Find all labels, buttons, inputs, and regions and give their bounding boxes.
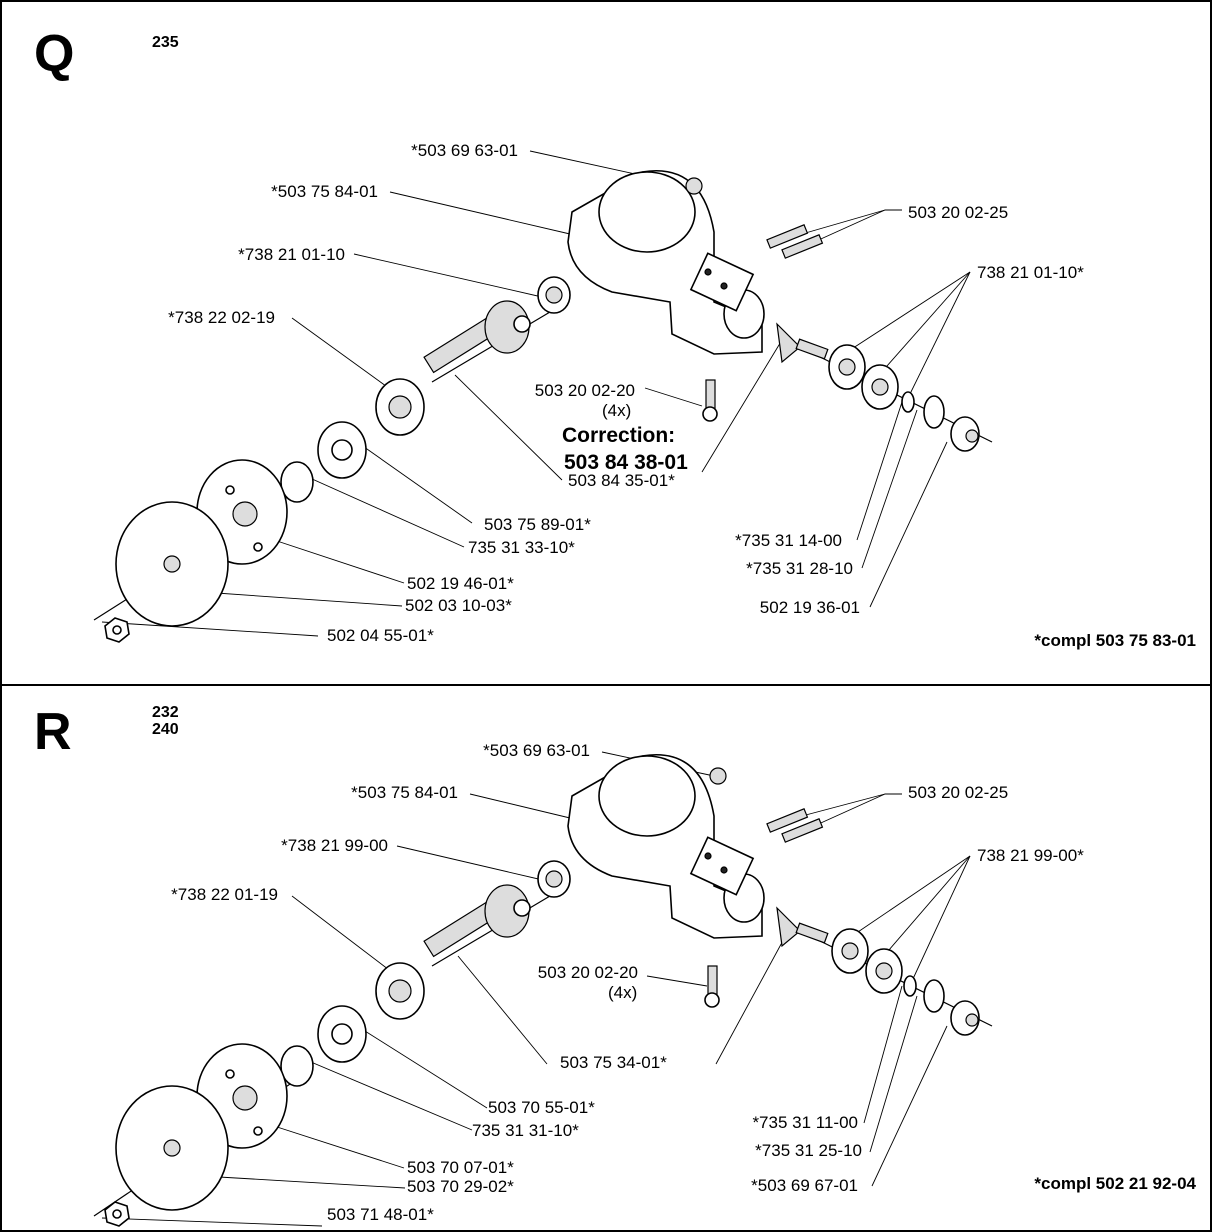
part-label: 502 19 36-01 [759, 598, 860, 617]
part-label: *503 69 67-01 [751, 1176, 858, 1195]
part-label: 735 31 33-10* [468, 538, 575, 557]
correction-heading: Correction: [562, 424, 676, 447]
model-number: 235 [152, 34, 179, 51]
part-label: 502 04 55-01* [327, 626, 434, 645]
part-label: *503 69 63-01 [411, 141, 518, 160]
part-label: 503 70 55-01* [488, 1098, 595, 1117]
part-label: 503 20 02-20 [534, 381, 635, 400]
section-letter: Q [34, 25, 75, 83]
part-label: *738 22 02-19 [168, 308, 275, 327]
part-label: *735 31 28-10 [746, 559, 853, 578]
bevel-gear-and-bearings-drawing [776, 906, 980, 1036]
section-letter: R [34, 703, 72, 761]
part-label: 503 84 35-01* [568, 471, 675, 490]
part-label: 738 21 01-10* [977, 263, 1084, 282]
part-label: 503 20 02-20 [537, 963, 638, 982]
part-label: 503 75 89-01* [484, 515, 591, 534]
washers-and-plates-drawing [104, 962, 425, 1227]
part-label: 503 70 07-01* [407, 1158, 514, 1177]
model-number: 232 [152, 704, 179, 721]
complete-assembly-number: *compl 503 75 83-01 [1034, 631, 1196, 650]
panel-r: R 232 240 *503 69 63-01 *503 75 84-01 50… [0, 684, 1212, 1232]
drive-shaft-drawing [423, 860, 571, 958]
quantity-note: (4x) [602, 401, 632, 420]
model-numbers: 235 [152, 34, 179, 51]
model-numbers: 232 240 [152, 704, 179, 738]
correction-part-number: 503 84 38-01 [564, 451, 688, 474]
part-label: *503 75 84-01 [271, 182, 378, 201]
panel-q: Q 235 *503 69 63-01 *503 75 84-01 503 20… [0, 0, 1212, 686]
part-label: *503 69 63-01 [483, 741, 590, 760]
part-label: *735 31 25-10 [755, 1141, 862, 1160]
part-label: 502 03 10-03* [405, 596, 512, 615]
part-label: 503 71 48-01* [327, 1205, 434, 1224]
part-label: 738 21 99-00* [977, 846, 1084, 865]
part-label: *738 21 99-00 [281, 836, 388, 855]
part-label: *738 22 01-19 [171, 885, 278, 904]
part-label: 502 19 46-01* [407, 574, 514, 593]
complete-assembly-number: *compl 502 21 92-04 [1034, 1174, 1196, 1193]
part-label: 735 31 31-10* [472, 1121, 579, 1140]
gear-housing-drawing [567, 754, 824, 1008]
gear-housing-drawing [567, 170, 824, 422]
exploded-view-r [93, 751, 993, 1227]
part-label: 503 20 02-25 [908, 783, 1009, 802]
washers-and-plates-drawing [104, 378, 425, 643]
part-label: 503 20 02-25 [908, 203, 1009, 222]
bevel-gear-and-bearings-drawing [776, 322, 980, 452]
exploded-view-q [93, 150, 993, 643]
part-label: *503 75 84-01 [351, 783, 458, 802]
part-label: *738 21 01-10 [238, 245, 345, 264]
part-label: *735 31 11-00 [752, 1113, 858, 1132]
drive-shaft-drawing [423, 276, 571, 374]
model-number: 240 [152, 721, 179, 738]
quantity-note: (4x) [608, 983, 638, 1002]
part-label: *735 31 14-00 [735, 531, 842, 550]
part-label: 503 75 34-01* [560, 1053, 667, 1072]
part-label: 503 70 29-02* [407, 1177, 514, 1196]
